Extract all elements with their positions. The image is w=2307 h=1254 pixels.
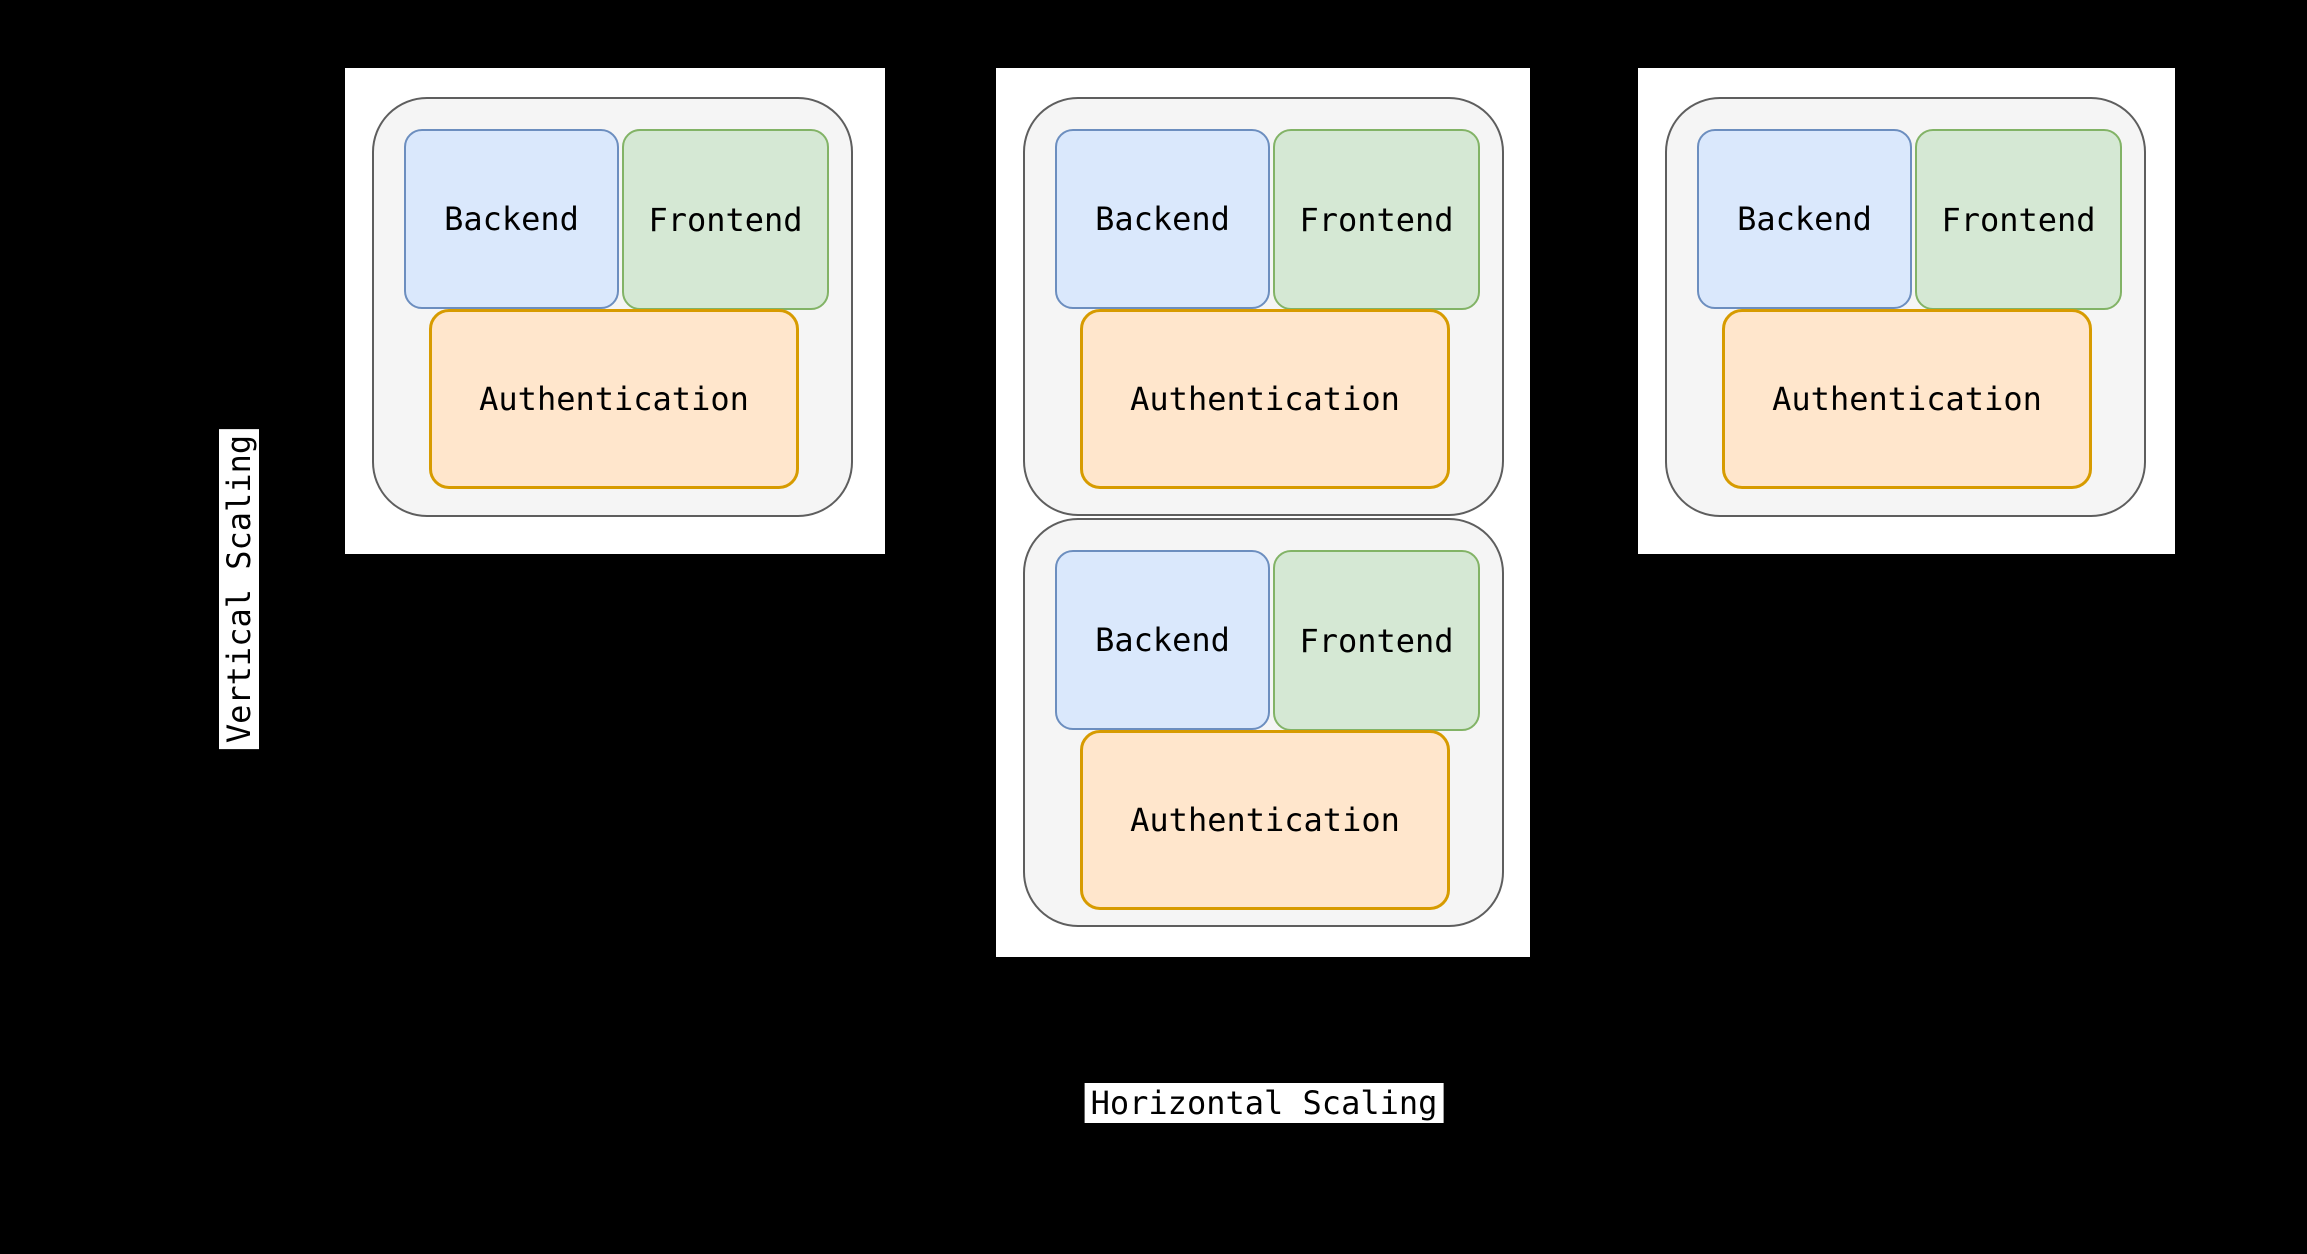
- backend-node: Backend: [1055, 550, 1270, 730]
- server-cluster: Backend Frontend Authentication: [1023, 97, 1504, 516]
- backend-node: Backend: [1697, 129, 1912, 309]
- backend-node: Backend: [404, 129, 619, 309]
- backend-node: Backend: [1055, 129, 1270, 309]
- backend-node-label: Backend: [1095, 621, 1230, 659]
- server-panel-left: Backend Frontend Authentication: [345, 68, 885, 554]
- frontend-node: Frontend: [1273, 129, 1480, 310]
- horizontal-scaling-label: Horizontal Scaling: [1084, 1083, 1444, 1123]
- server-cluster: Backend Frontend Authentication: [372, 97, 853, 517]
- frontend-node-label: Frontend: [1941, 200, 2096, 239]
- authentication-node: Authentication: [1080, 309, 1450, 489]
- authentication-node-label: Authentication: [1130, 380, 1400, 418]
- server-panel-right: Backend Frontend Authentication: [1638, 68, 2175, 554]
- frontend-node: Frontend: [1273, 550, 1480, 731]
- frontend-node: Frontend: [622, 129, 829, 310]
- authentication-node: Authentication: [1722, 309, 2092, 489]
- frontend-node-label: Frontend: [648, 200, 803, 239]
- server-panel-middle: Backend Frontend Authentication Backend …: [996, 68, 1530, 957]
- vertical-scaling-label: Vertical Scaling: [219, 428, 259, 750]
- authentication-node: Authentication: [1080, 730, 1450, 910]
- frontend-node-label: Frontend: [1299, 621, 1454, 660]
- server-cluster: Backend Frontend Authentication: [1665, 97, 2146, 517]
- backend-node-label: Backend: [444, 200, 579, 238]
- frontend-node: Frontend: [1915, 129, 2122, 310]
- backend-node-label: Backend: [1737, 200, 1872, 238]
- authentication-node-label: Authentication: [479, 380, 749, 418]
- authentication-node-label: Authentication: [1130, 801, 1400, 839]
- server-cluster: Backend Frontend Authentication: [1023, 518, 1504, 927]
- authentication-node-label: Authentication: [1772, 380, 2042, 418]
- frontend-node-label: Frontend: [1299, 200, 1454, 239]
- authentication-node: Authentication: [429, 309, 799, 489]
- backend-node-label: Backend: [1095, 200, 1230, 238]
